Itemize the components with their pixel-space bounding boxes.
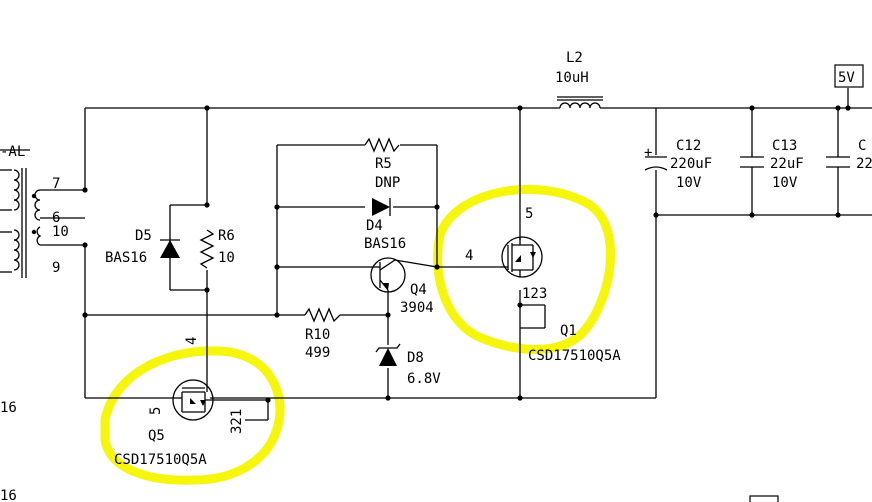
c12-value2: 10V bbox=[676, 175, 702, 191]
q5-value: CSD17510Q5A bbox=[114, 452, 207, 468]
highlight-q1 bbox=[433, 184, 615, 354]
q5-pin-drain: 5 bbox=[148, 407, 164, 415]
pin7-label: 7 bbox=[52, 176, 60, 192]
transformer-label: -AL bbox=[0, 144, 25, 160]
r6-resistor bbox=[199, 229, 215, 269]
q4-ref: Q4 bbox=[410, 282, 427, 298]
q1-mosfet bbox=[500, 236, 543, 278]
q1-value: CSD17510Q5A bbox=[528, 348, 621, 364]
q5-pin-source: 321 bbox=[229, 409, 245, 434]
d8-value: 6.8V bbox=[407, 371, 441, 387]
c14-value1: 22 bbox=[856, 156, 872, 172]
c14-capacitor bbox=[826, 156, 850, 168]
partial-net-box bbox=[749, 495, 779, 502]
l2-value: 10uH bbox=[555, 70, 589, 86]
pin10-label: 10 bbox=[52, 224, 69, 240]
wires bbox=[65, 88, 872, 421]
r6-value: 10 bbox=[218, 250, 235, 266]
c13-capacitor bbox=[740, 156, 764, 168]
highlight-q5 bbox=[100, 346, 285, 485]
d4-ref: D4 bbox=[366, 218, 383, 234]
q1-pin-source: 123 bbox=[522, 286, 547, 302]
c13-value2: 10V bbox=[772, 175, 798, 191]
net-5v-box bbox=[834, 64, 864, 88]
q4-value: 3904 bbox=[400, 300, 434, 316]
d5-diode bbox=[160, 239, 180, 258]
q1-ref: Q1 bbox=[560, 323, 577, 339]
r5-ref: R5 bbox=[375, 156, 392, 172]
c12-capacitor bbox=[644, 156, 668, 171]
d4-value: BAS16 bbox=[364, 236, 406, 252]
c13-ref: C13 bbox=[772, 138, 797, 154]
d4-diode bbox=[372, 198, 391, 216]
q1-pin-drain: 5 bbox=[525, 206, 533, 222]
r5-resistor bbox=[364, 137, 400, 153]
transformer-symbol bbox=[0, 149, 65, 278]
r6-ref: R6 bbox=[218, 228, 235, 244]
d5-value: BAS16 bbox=[105, 250, 147, 266]
pin6-label: 6 bbox=[52, 210, 60, 226]
junctions bbox=[82, 105, 851, 403]
d8-zener bbox=[375, 343, 401, 366]
q5-mosfet bbox=[172, 379, 245, 421]
r10-value: 499 bbox=[305, 345, 330, 361]
r10-resistor bbox=[304, 307, 341, 323]
c12-plus: + bbox=[644, 145, 652, 161]
c13-value1: 22uF bbox=[770, 156, 804, 172]
net-5v-label: 5V bbox=[838, 70, 855, 86]
c12-value1: 220uF bbox=[670, 156, 712, 172]
d5-ref: D5 bbox=[135, 228, 152, 244]
l2-ref: L2 bbox=[566, 50, 583, 66]
q5-pin-gate: 4 bbox=[184, 337, 200, 345]
r5-value: DNP bbox=[375, 175, 400, 191]
q1-pin-gate: 4 bbox=[465, 248, 473, 264]
q4-transistor bbox=[370, 257, 438, 293]
left-number-top: 16 bbox=[0, 400, 17, 416]
d8-ref: D8 bbox=[407, 350, 424, 366]
c12-ref: C12 bbox=[676, 138, 701, 154]
pin9-label: 9 bbox=[52, 260, 60, 276]
c14-ref: C bbox=[858, 138, 866, 154]
q5-ref: Q5 bbox=[148, 428, 165, 444]
r10-ref: R10 bbox=[305, 327, 330, 343]
left-number-bottom: 16 bbox=[0, 488, 17, 502]
l2-inductor bbox=[559, 102, 601, 109]
